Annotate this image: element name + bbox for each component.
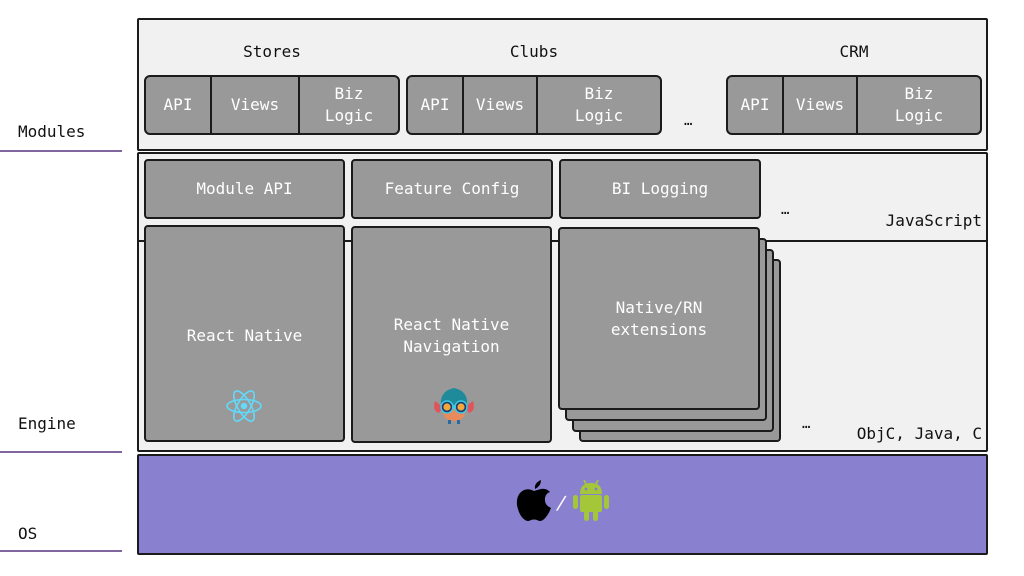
navigation-mascot-icon bbox=[434, 388, 474, 424]
react-icon bbox=[226, 390, 262, 422]
module-cell-views[interactable]: Views bbox=[784, 77, 858, 133]
module-cell-api[interactable]: API bbox=[146, 77, 212, 133]
bi-logging-box[interactable]: BI Logging bbox=[559, 159, 761, 219]
layer-divider-modules bbox=[0, 150, 122, 152]
feature-config-box[interactable]: Feature Config bbox=[351, 159, 553, 219]
native-rn-extensions-label: Native/RN extensions bbox=[610, 298, 708, 339]
layer-label-modules: Modules bbox=[18, 122, 86, 141]
module-group-crm[interactable]: API Views Biz Logic bbox=[726, 75, 982, 135]
module-group-clubs[interactable]: API Views Biz Logic bbox=[406, 75, 662, 135]
apple-icon bbox=[516, 480, 551, 521]
module-cell-views[interactable]: Views bbox=[212, 77, 300, 133]
react-native-label: React Native bbox=[186, 326, 303, 345]
modules-ellipsis: … bbox=[684, 113, 693, 129]
module-cell-api[interactable]: API bbox=[408, 77, 464, 133]
module-title-crm: CRM bbox=[839, 42, 869, 61]
module-cell-biz-logic[interactable]: Biz Logic bbox=[894, 84, 944, 125]
react-native-navigation-box[interactable]: React Native Navigation bbox=[351, 226, 552, 443]
os-panel bbox=[137, 454, 988, 555]
layer-divider-engine bbox=[0, 451, 122, 453]
react-native-box[interactable]: React Native bbox=[144, 225, 345, 442]
module-group-stores[interactable]: API Views Biz Logic bbox=[144, 75, 400, 135]
layer-label-engine: Engine bbox=[18, 414, 76, 433]
javascript-ellipsis: … bbox=[781, 202, 790, 218]
layer-label-os: OS bbox=[18, 524, 38, 543]
module-cell-biz-logic[interactable]: Biz Logic bbox=[324, 84, 374, 125]
module-title-stores: Stores bbox=[243, 42, 301, 61]
module-cell-views[interactable]: Views bbox=[464, 77, 538, 133]
module-cell-biz-logic[interactable]: Biz Logic bbox=[574, 84, 624, 125]
native-rn-extensions-box[interactable]: Native/RN extensions bbox=[558, 227, 760, 410]
module-api-box[interactable]: Module API bbox=[144, 159, 345, 219]
react-native-navigation-label: React Native Navigation bbox=[393, 315, 510, 356]
module-cell-api[interactable]: API bbox=[728, 77, 784, 133]
native-languages-label: ObjC, Java, C bbox=[856, 424, 982, 443]
android-icon bbox=[573, 479, 609, 521]
layer-divider-os bbox=[0, 550, 122, 552]
module-title-clubs: Clubs bbox=[509, 42, 559, 61]
javascript-label: JavaScript bbox=[885, 211, 982, 230]
native-ellipsis: … bbox=[802, 416, 811, 432]
